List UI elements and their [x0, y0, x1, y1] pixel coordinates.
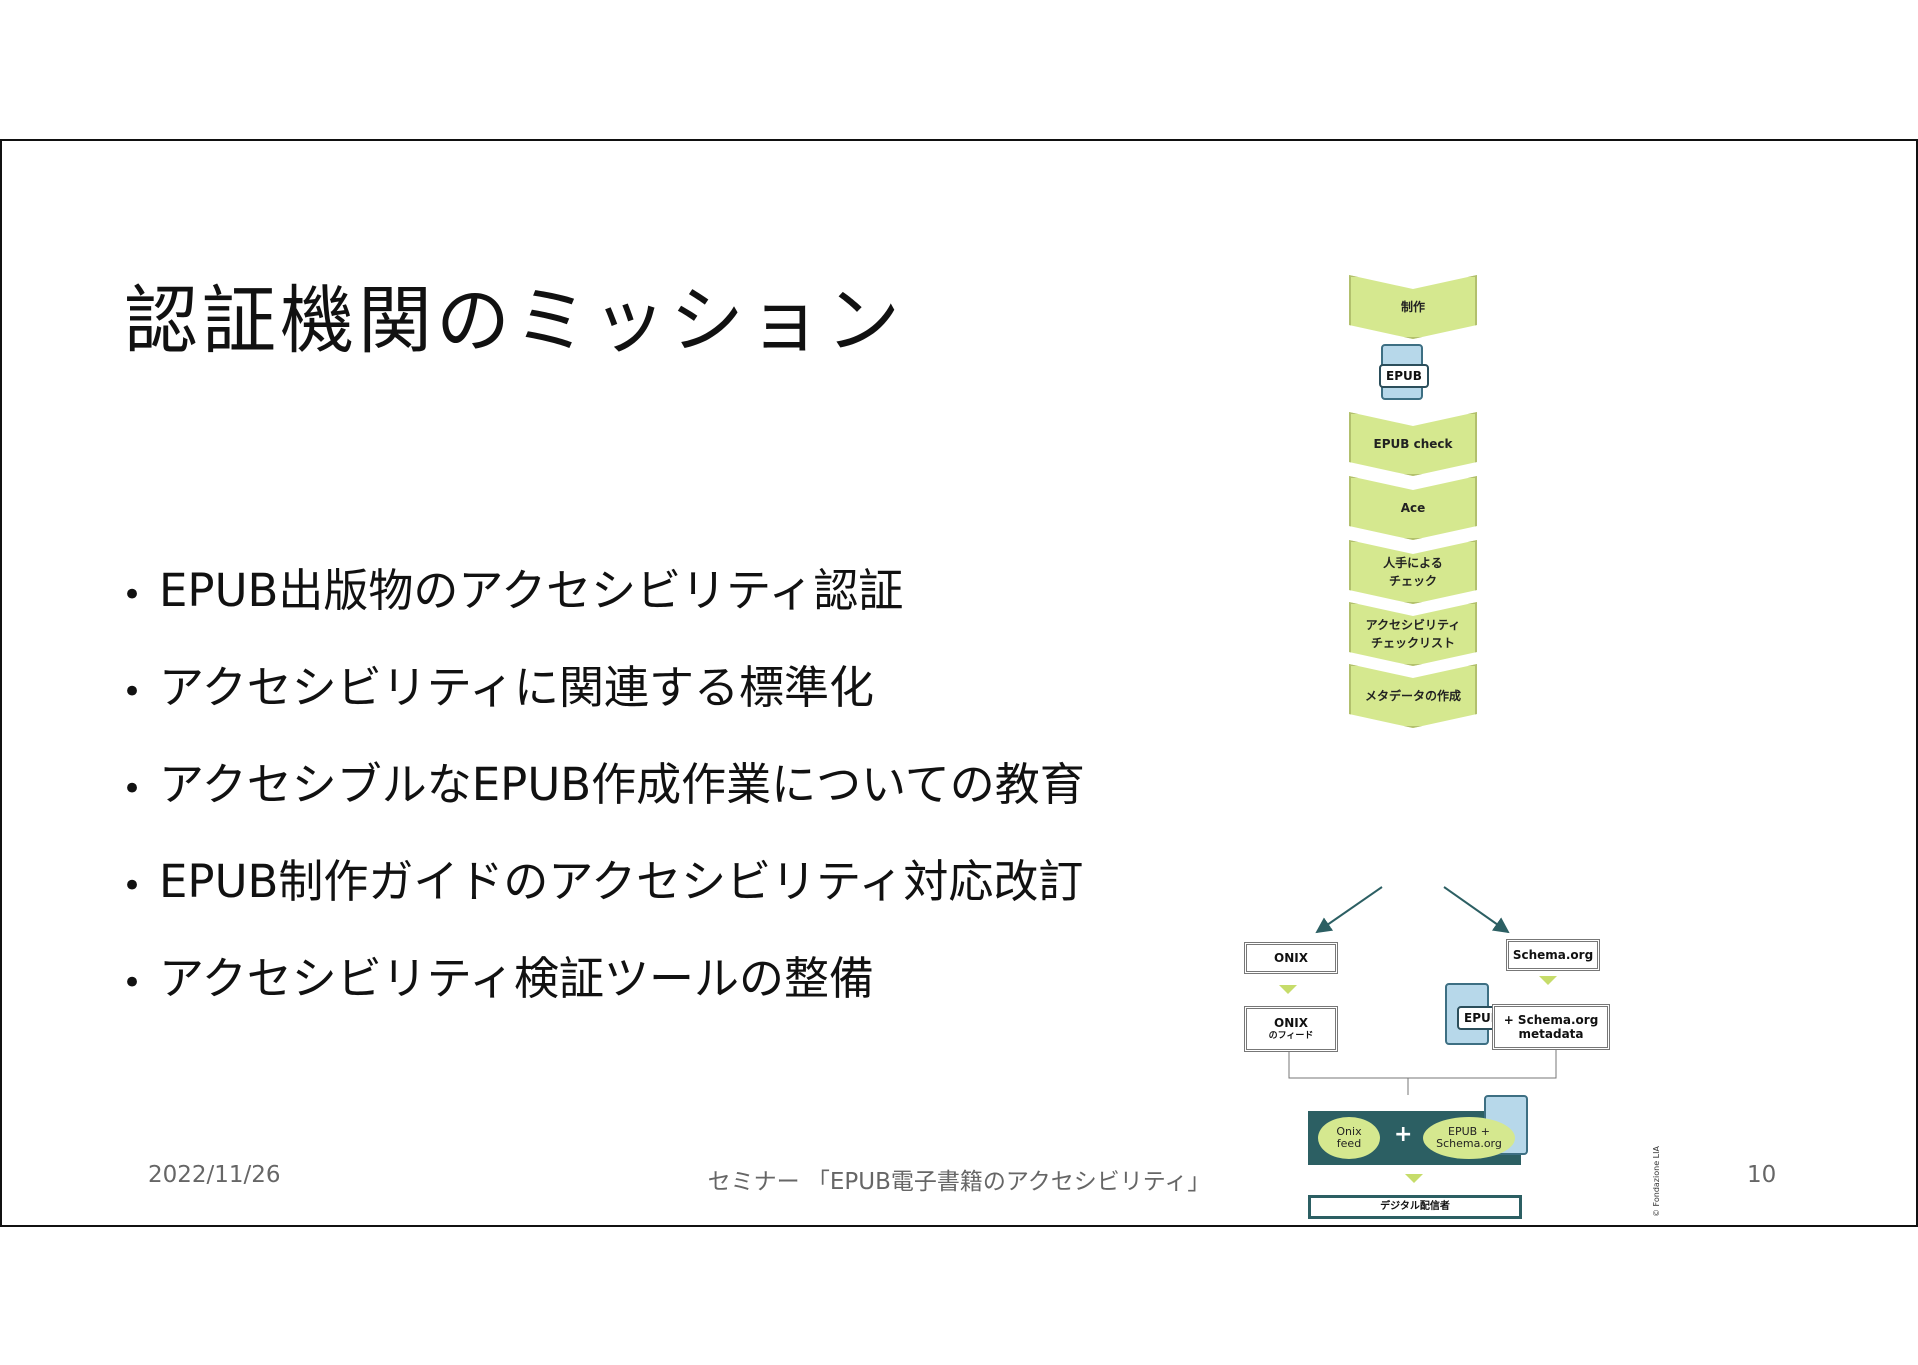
bullet-dot: •: [122, 963, 143, 1003]
down-arrow-onix: [1279, 985, 1297, 994]
bullet-dot: •: [122, 866, 143, 906]
bullet-item: •アクセシビリティに関連する標準化: [122, 639, 1085, 736]
slide-title: 認証機関のミッション: [124, 278, 904, 364]
digital-distributor-box: デジタル配信者: [1308, 1195, 1522, 1219]
bullet-item: •アクセシビリティ検証ツールの整備: [122, 930, 1085, 1027]
bullet-dot: •: [122, 575, 143, 615]
bullet-dot: •: [122, 769, 143, 809]
onix-box: ONIX: [1244, 942, 1338, 974]
certification-flow-diagram: 制作 EPUB EPUB check Ace 人手によるチェック アクセシビリテ…: [1232, 275, 1672, 1219]
flow-connectors: [1288, 886, 1557, 1095]
down-arrow-schema: [1539, 976, 1557, 985]
page-number: 10: [1747, 1162, 1777, 1188]
down-arrow-distribution: [1405, 1174, 1423, 1183]
bullet-item: •EPUB制作ガイドのアクセシビリティ対応改訂: [122, 833, 1085, 930]
bullet-dot: •: [122, 672, 143, 712]
schema-org-box: Schema.org: [1506, 939, 1600, 971]
footer-date: 2022/11/26: [148, 1162, 281, 1188]
epub-schema-oval: EPUB +Schema.org: [1423, 1117, 1515, 1159]
epub-label: EPUB: [1379, 364, 1429, 388]
bullet-list: •EPUB出版物のアクセシビリティ認証 •アクセシビリティに関連する標準化 •ア…: [122, 542, 1085, 1027]
bullet-item: •アクセシブルなEPUB作成作業についての教育: [122, 736, 1085, 833]
plus-sign: +: [1394, 1122, 1413, 1147]
slide: 認証機関のミッション •EPUB出版物のアクセシビリティ認証 •アクセシビリティ…: [0, 139, 1918, 1227]
footer-title: セミナー 「EPUB電子書籍のアクセシビリティ」: [707, 1169, 1211, 1195]
bullet-item: •EPUB出版物のアクセシビリティ認証: [122, 542, 1085, 639]
